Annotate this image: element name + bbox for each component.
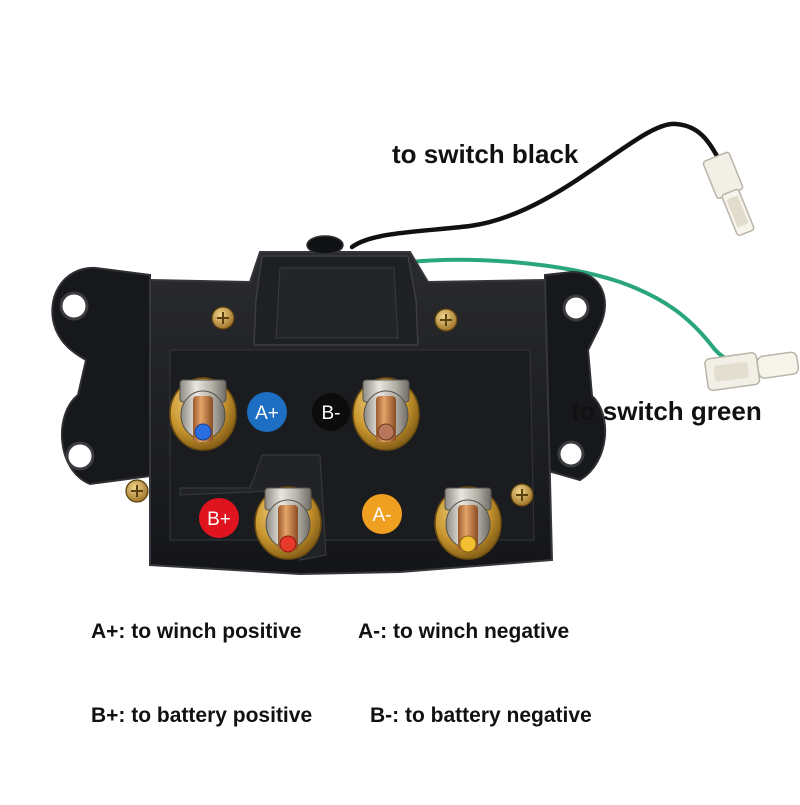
black-wire [349,121,729,250]
housing-screw [510,483,534,507]
badge-b-minus-label: B- [322,403,341,424]
legend-b-plus: B+: to battery positive [91,704,313,727]
flange-hole [59,291,89,321]
terminal-post-b-plus [254,486,322,560]
badge-b-plus-label: B+ [207,509,231,530]
flange-hole [65,441,95,471]
switch-green-caption: to switch green [571,396,762,426]
flange-hole [562,294,590,322]
housing-hood-panel [275,267,399,339]
legend-b-minus: B-: to battery negative [370,704,592,727]
badge-a-minus-label: A- [373,505,392,526]
legend-a-plus: A+: to winch positive [91,620,302,643]
badge-b-minus: B- [312,393,350,431]
badge-a-plus-label: A+ [255,403,279,424]
green-wire-connector [704,351,800,392]
wire-grommet [306,235,344,255]
terminal-post-a-plus [169,377,237,451]
legend-a-minus: A-: to winch negative [358,620,570,643]
badge-a-minus: A- [362,494,402,534]
terminal-post-b-minus [352,377,420,451]
housing-screw [211,306,235,330]
housing-screw [125,479,149,503]
right-mounting-flange [544,270,607,482]
badge-a-plus: A+ [247,392,287,432]
badge-b-plus: B+ [199,498,239,538]
flange-hole [557,440,585,468]
terminal-divider-ridge [179,454,327,561]
housing-screw [434,308,458,332]
terminal-post-a-minus [434,486,502,560]
switch-black-caption: to switch black [392,139,579,169]
black-wire-connector [702,151,755,237]
